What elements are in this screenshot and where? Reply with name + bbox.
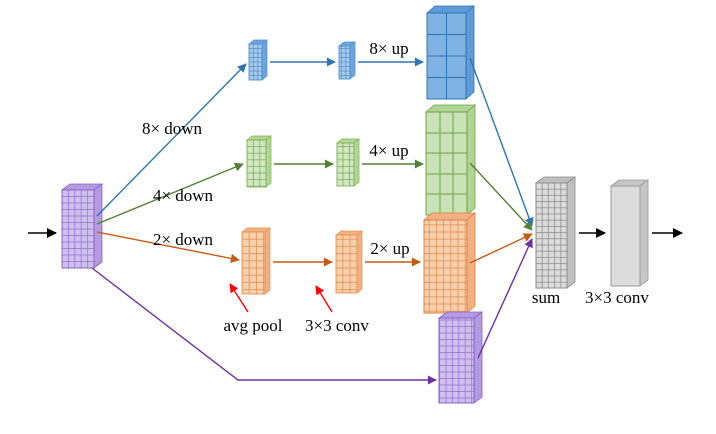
- label-3x3-conv-mid: 3×3 conv: [305, 316, 369, 335]
- block-side-face: [356, 230, 363, 294]
- block-side-face: [465, 5, 475, 100]
- label-sum: sum: [532, 288, 560, 307]
- pooled-map-8x-a: [248, 39, 268, 81]
- arrow-8x-down: [96, 63, 247, 217]
- label-8x-down: 8× down: [142, 119, 203, 138]
- block-front-face: [336, 142, 355, 187]
- block-front-face: [535, 182, 568, 289]
- block-top-face: [422, 212, 477, 221]
- block-front-face: [248, 43, 263, 81]
- block-front-face: [338, 45, 351, 80]
- pooled-map-2x-b: [335, 230, 363, 294]
- block-side-face: [264, 227, 271, 295]
- arrow-blue-to-sum: [469, 57, 534, 227]
- label-4x-down: 4× down: [153, 186, 214, 205]
- input-feature-map: [60, 183, 104, 269]
- conv-pointer-arrow: [315, 285, 333, 313]
- block-front-face: [61, 189, 95, 269]
- label-4x-up: 4× up: [369, 141, 408, 160]
- label-3x3-conv-output: 3×3 conv: [585, 288, 649, 307]
- block-front-face: [246, 139, 267, 188]
- arrow-orange-to-sum: [469, 233, 533, 264]
- pooled-map-4x-a: [246, 135, 272, 188]
- upsampled-map-8x: [425, 5, 476, 100]
- label-avg-pool: avg pool: [223, 316, 282, 335]
- upsampled-map-2x: [422, 212, 477, 314]
- arrow-4x-down: [96, 162, 244, 225]
- block-side-face: [353, 138, 360, 187]
- label-2x-down: 2× down: [153, 230, 214, 249]
- sum-feature-map: [534, 176, 577, 289]
- upsampled-map-4x: [424, 104, 477, 216]
- block-side-face: [261, 39, 268, 81]
- block-front-face: [335, 234, 358, 294]
- pooled-map-8x-b: [338, 41, 356, 80]
- block-front-face: [438, 317, 475, 404]
- pooled-map-2x-a: [241, 227, 271, 295]
- output-feature-map: [609, 179, 650, 287]
- block-front-face: [610, 185, 641, 287]
- block-side-face: [265, 135, 272, 188]
- block-front-face: [423, 219, 468, 314]
- block-side-face: [349, 41, 356, 80]
- block-front-face: [241, 231, 266, 295]
- arrow-purple-to-sum: [477, 238, 533, 359]
- block-side-face: [466, 104, 476, 216]
- block-side-face: [566, 176, 576, 289]
- block-side-face: [639, 179, 649, 287]
- skip-connection-arrow: [91, 267, 437, 385]
- block-side-face: [93, 183, 103, 269]
- identity-map: [437, 311, 484, 404]
- arrow-green-to-sum: [469, 162, 533, 231]
- arrow-2x-down: [96, 231, 240, 263]
- pooled-map-4x-b: [336, 138, 360, 187]
- avg-pool-pointer-arrow: [229, 283, 249, 313]
- block-front-face: [425, 111, 468, 216]
- label-2x-up: 2× up: [370, 239, 409, 258]
- label-8x-up: 8× up: [369, 39, 408, 58]
